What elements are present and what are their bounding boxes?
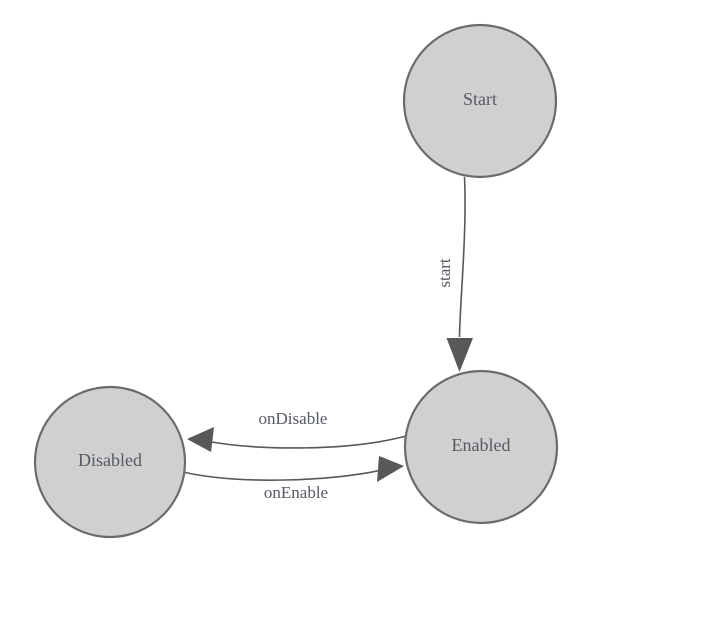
state-node-disabled-circle[interactable] [33,385,187,539]
arrowhead-icon-start [446,338,473,372]
state-node-enabled[interactable]: Enabled [403,369,559,525]
arrowhead-icon-on-enable [377,456,404,482]
edge-on-disable-line [205,435,407,449]
edge-on-enable-line [182,469,383,481]
state-node-start[interactable]: Start [402,23,558,179]
edge-label-start: start [435,258,454,288]
edge-start-line [458,176,466,338]
edge-label-on-enable: onEnable [264,483,328,502]
state-node-disabled-label: Disabled [78,450,142,470]
arrowhead-icon-on-disable [187,427,214,452]
state-node-enabled-label: Enabled [452,435,511,455]
state-node-start-circle[interactable] [402,23,558,179]
edge-on-enable[interactable]: onEnable [182,456,404,502]
state-node-enabled-circle[interactable] [403,369,559,525]
edge-label-on-disable: onDisable [259,409,328,428]
edge-on-disable[interactable]: onDisable [187,409,407,452]
edge-start[interactable]: start [435,176,473,372]
state-node-disabled[interactable]: Disabled [33,385,187,539]
state-node-start-label: Start [463,89,497,109]
